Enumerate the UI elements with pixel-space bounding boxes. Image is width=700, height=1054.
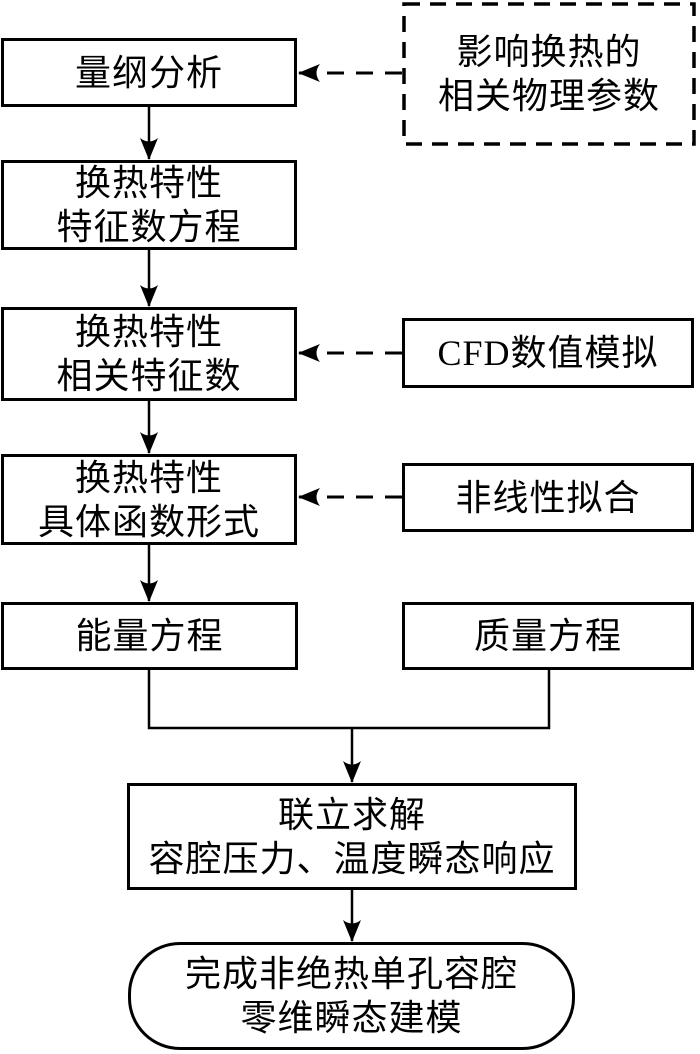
node-cfd-simulation: CFD数值模拟 — [402, 318, 694, 388]
node-mass-equation: 质量方程 — [402, 602, 694, 670]
node-characteristic-number-equation-label: 换热特性 特征数方程 — [56, 163, 242, 247]
node-influencing-parameters-label: 影响换热的 相关物理参数 — [437, 32, 660, 116]
node-nonlinear-fitting: 非线性拟合 — [402, 463, 694, 532]
node-specific-function-form: 换热特性 具体函数形式 — [1, 454, 297, 545]
node-specific-function-form-label: 换热特性 具体函数形式 — [37, 457, 260, 542]
node-related-characteristic-numbers-label: 换热特性 相关特征数 — [56, 312, 242, 396]
node-nonlinear-fitting-label: 非线性拟合 — [455, 477, 641, 518]
node-simultaneous-solution: 联立求解 容腔压力、温度瞬态响应 — [127, 783, 577, 890]
node-final-model-label: 完成非绝热单孔容腔 零维瞬态建模 — [184, 954, 518, 1038]
node-mass-equation-label: 质量方程 — [473, 616, 622, 656]
node-simultaneous-solution-label: 联立求解 容腔压力、温度瞬态响应 — [148, 794, 556, 879]
node-final-model: 完成非绝热单孔容腔 零维瞬态建模 — [128, 942, 575, 1050]
node-related-characteristic-numbers: 换热特性 相关特征数 — [1, 307, 297, 401]
node-influencing-parameters: 影响换热的 相关物理参数 — [402, 2, 696, 146]
node-energy-equation-label: 能量方程 — [75, 616, 224, 656]
node-energy-equation: 能量方程 — [1, 602, 298, 670]
dashed-box-border — [402, 2, 696, 146]
node-dimensional-analysis-label: 量纲分析 — [74, 52, 223, 93]
merge-connector — [147, 670, 551, 730]
node-dimensional-analysis: 量纲分析 — [1, 38, 297, 107]
node-characteristic-number-equation: 换热特性 特征数方程 — [1, 160, 297, 250]
node-cfd-simulation-label: CFD数值模拟 — [437, 333, 659, 373]
